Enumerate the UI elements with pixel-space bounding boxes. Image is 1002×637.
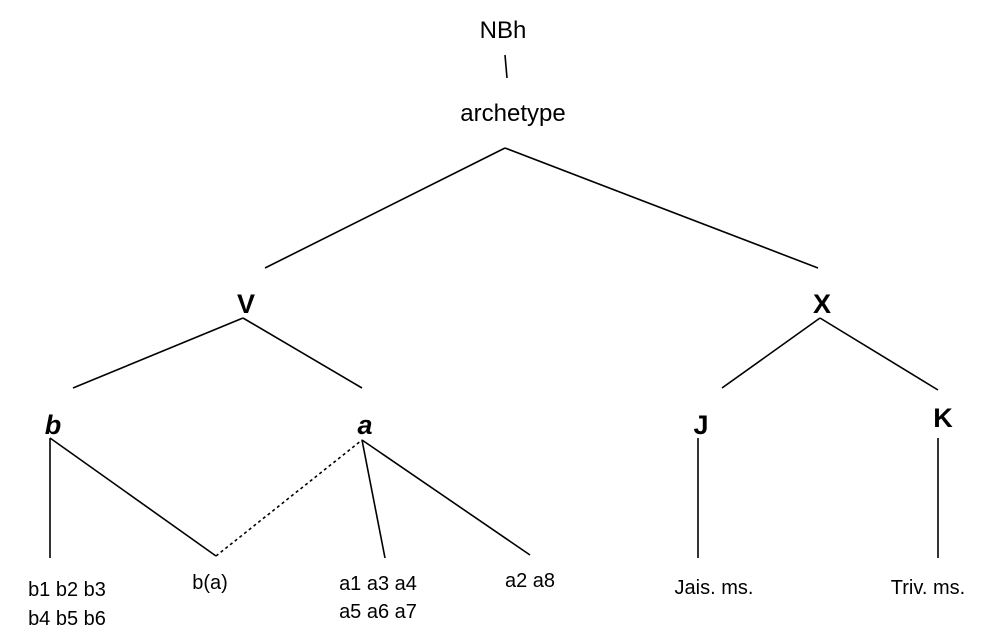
witnesses-b-group-line1: b1 b2 b3 [28,579,106,601]
edge-v-b [72,317,244,389]
node-root-nbh: NBh [480,17,527,44]
node-v: V [237,289,255,319]
edge-x-k [819,317,939,391]
stemma-labels: NBh archetype V X b a J K b1 b2 b3 b4 b5… [28,17,965,630]
edge-a-a2-a8 [361,439,531,556]
node-family-a: a [357,410,372,440]
witnesses-a-group-line1: a1 a3 a4 [339,573,417,595]
witnesses-b-group-line2: b4 b5 b6 [28,608,106,630]
witness-triv-ms: Triv. ms. [891,577,965,599]
edge-v-a [242,317,363,389]
node-family-k: K [933,403,953,433]
witness-ba: b(a) [192,572,228,594]
node-x: X [813,289,831,319]
edge-a-a-group [361,439,386,559]
edge-nbh-archetype [504,54,508,79]
edge-archetype-x [504,147,819,269]
edge-a-ba-dashed [215,439,363,557]
witness-jais-ms: Jais. ms. [675,577,754,599]
edge-archetype-v [264,147,506,269]
witnesses-a-group-line2: a5 a6 a7 [339,601,417,623]
stemma-edges [49,54,939,559]
node-family-b: b [45,410,62,440]
edge-x-j [721,317,821,389]
node-family-j: J [693,410,708,440]
node-archetype: archetype [460,100,565,127]
witnesses-a2-a8: a2 a8 [505,570,555,592]
edge-b-ba [49,437,217,557]
